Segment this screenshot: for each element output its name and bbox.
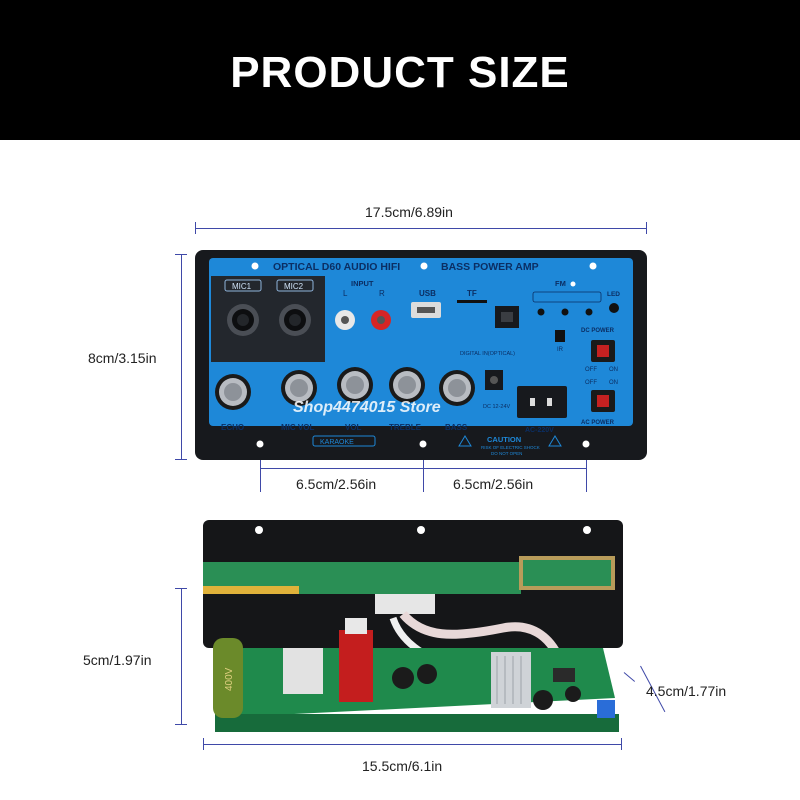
front-height-line bbox=[181, 254, 182, 460]
warning-icon-right bbox=[548, 435, 562, 447]
amplifier-back-board: 400V bbox=[203, 520, 623, 732]
front-width-label: 17.5cm/6.89in bbox=[365, 204, 453, 220]
rca-left-input[interactable] bbox=[335, 310, 355, 330]
knob-label-vol: VOL bbox=[345, 423, 362, 432]
ac-on-label: ON bbox=[609, 380, 618, 386]
dc-on-label: ON bbox=[609, 367, 618, 373]
input-right-label: R bbox=[379, 289, 385, 298]
ac-power-label: AC POWER bbox=[581, 420, 615, 426]
mic2-jack[interactable] bbox=[279, 304, 311, 336]
back-width-line bbox=[203, 744, 622, 745]
ac-off-label: OFF bbox=[585, 380, 597, 386]
echo-knob[interactable] bbox=[215, 374, 251, 410]
mic-vol-knob[interactable] bbox=[281, 370, 317, 406]
rca-right-input[interactable] bbox=[371, 310, 391, 330]
knob-label-treble: TREBLE bbox=[389, 423, 422, 432]
mic2-label: MIC2 bbox=[284, 282, 304, 291]
front-height-label: 8cm/3.15in bbox=[88, 350, 157, 366]
front-height-cap-bottom bbox=[175, 459, 187, 460]
front-width-line bbox=[195, 228, 647, 229]
back-width-label: 15.5cm/6.1in bbox=[362, 758, 443, 774]
knob-label-mic-vol: MIC VOL bbox=[281, 423, 314, 432]
hole-spacing-right-label: 6.5cm/2.56in bbox=[453, 476, 534, 492]
led-indicator bbox=[609, 303, 619, 313]
input-left-label: L bbox=[343, 289, 348, 298]
back-depth-label: 4.5cm/1.77in bbox=[646, 683, 727, 699]
store-watermark: Shop4474015 Store bbox=[293, 399, 441, 416]
front-width-cap-left bbox=[195, 222, 196, 234]
dc-power-label: DC POWER bbox=[581, 328, 615, 334]
back-height-cap-bottom bbox=[175, 724, 187, 725]
dc-off-label: OFF bbox=[585, 367, 597, 373]
hole-spacing-tick-left bbox=[260, 460, 261, 492]
knob-label-bass: BASS bbox=[445, 423, 468, 432]
tf-slot[interactable] bbox=[457, 300, 487, 303]
front-height-cap-top bbox=[175, 254, 187, 255]
karaoke-label: KARAOKE bbox=[320, 439, 354, 446]
ir-receiver bbox=[555, 330, 565, 342]
knob-label-echo: ECHO bbox=[221, 423, 244, 432]
input-label: INPUT bbox=[351, 279, 374, 288]
back-height-cap-top bbox=[175, 588, 187, 589]
back-height-label: 5cm/1.97in bbox=[83, 652, 152, 668]
panel-header-left: OPTICAL D60 AUDIO HIFI bbox=[273, 261, 400, 273]
caution-sub2: DO NOT OPEN bbox=[491, 451, 522, 456]
amplifier-front-panel: OPTICAL D60 AUDIO HIFI BASS POWER AMP MI… bbox=[195, 250, 647, 460]
prev-button[interactable] bbox=[537, 308, 545, 316]
digital-label: DIGITAL IN(OPTICAL) bbox=[460, 351, 515, 357]
back-width-cap-right bbox=[621, 738, 622, 750]
panel-header-right: BASS POWER AMP bbox=[441, 261, 539, 273]
next-button[interactable] bbox=[585, 308, 593, 316]
hole-spacing-tick-right bbox=[586, 460, 587, 492]
front-width-cap-right bbox=[646, 222, 647, 234]
banner-title: PRODUCT SIZE bbox=[230, 48, 570, 97]
vol-knob[interactable] bbox=[337, 367, 373, 403]
dc-voltage-label: DC 12-24V bbox=[483, 404, 511, 410]
prev-button-label-frame bbox=[532, 291, 602, 303]
hole-spacing-tick-mid bbox=[423, 460, 424, 492]
back-depth-line-top bbox=[623, 672, 636, 682]
treble-knob[interactable] bbox=[389, 367, 425, 403]
ac-input-socket[interactable] bbox=[517, 386, 567, 418]
mic1-label: MIC1 bbox=[232, 282, 252, 291]
warning-icon bbox=[458, 435, 472, 447]
capacitor-label: 400V bbox=[224, 667, 235, 691]
mic1-jack[interactable] bbox=[227, 304, 259, 336]
caution-sub1: RISK OF ELECTRIC SHOCK bbox=[481, 445, 540, 450]
hole-spacing-left-label: 6.5cm/2.56in bbox=[296, 476, 377, 492]
back-height-line bbox=[181, 588, 182, 724]
ir-label: IR bbox=[557, 347, 564, 353]
bass-knob[interactable] bbox=[439, 370, 475, 406]
caution-label: CAUTION bbox=[487, 435, 521, 444]
led-label: LED bbox=[607, 291, 620, 298]
fm-label: FM bbox=[555, 279, 566, 288]
transformer bbox=[339, 630, 373, 702]
play-button[interactable] bbox=[561, 308, 569, 316]
usb-label: USB bbox=[419, 289, 436, 298]
title-banner: PRODUCT SIZE bbox=[0, 0, 800, 140]
capacitor bbox=[213, 638, 243, 718]
ac-voltage-label: AC-220V bbox=[525, 427, 554, 434]
back-width-cap-left bbox=[203, 738, 204, 750]
tf-label: TF bbox=[467, 289, 477, 298]
heatsink bbox=[491, 652, 531, 708]
